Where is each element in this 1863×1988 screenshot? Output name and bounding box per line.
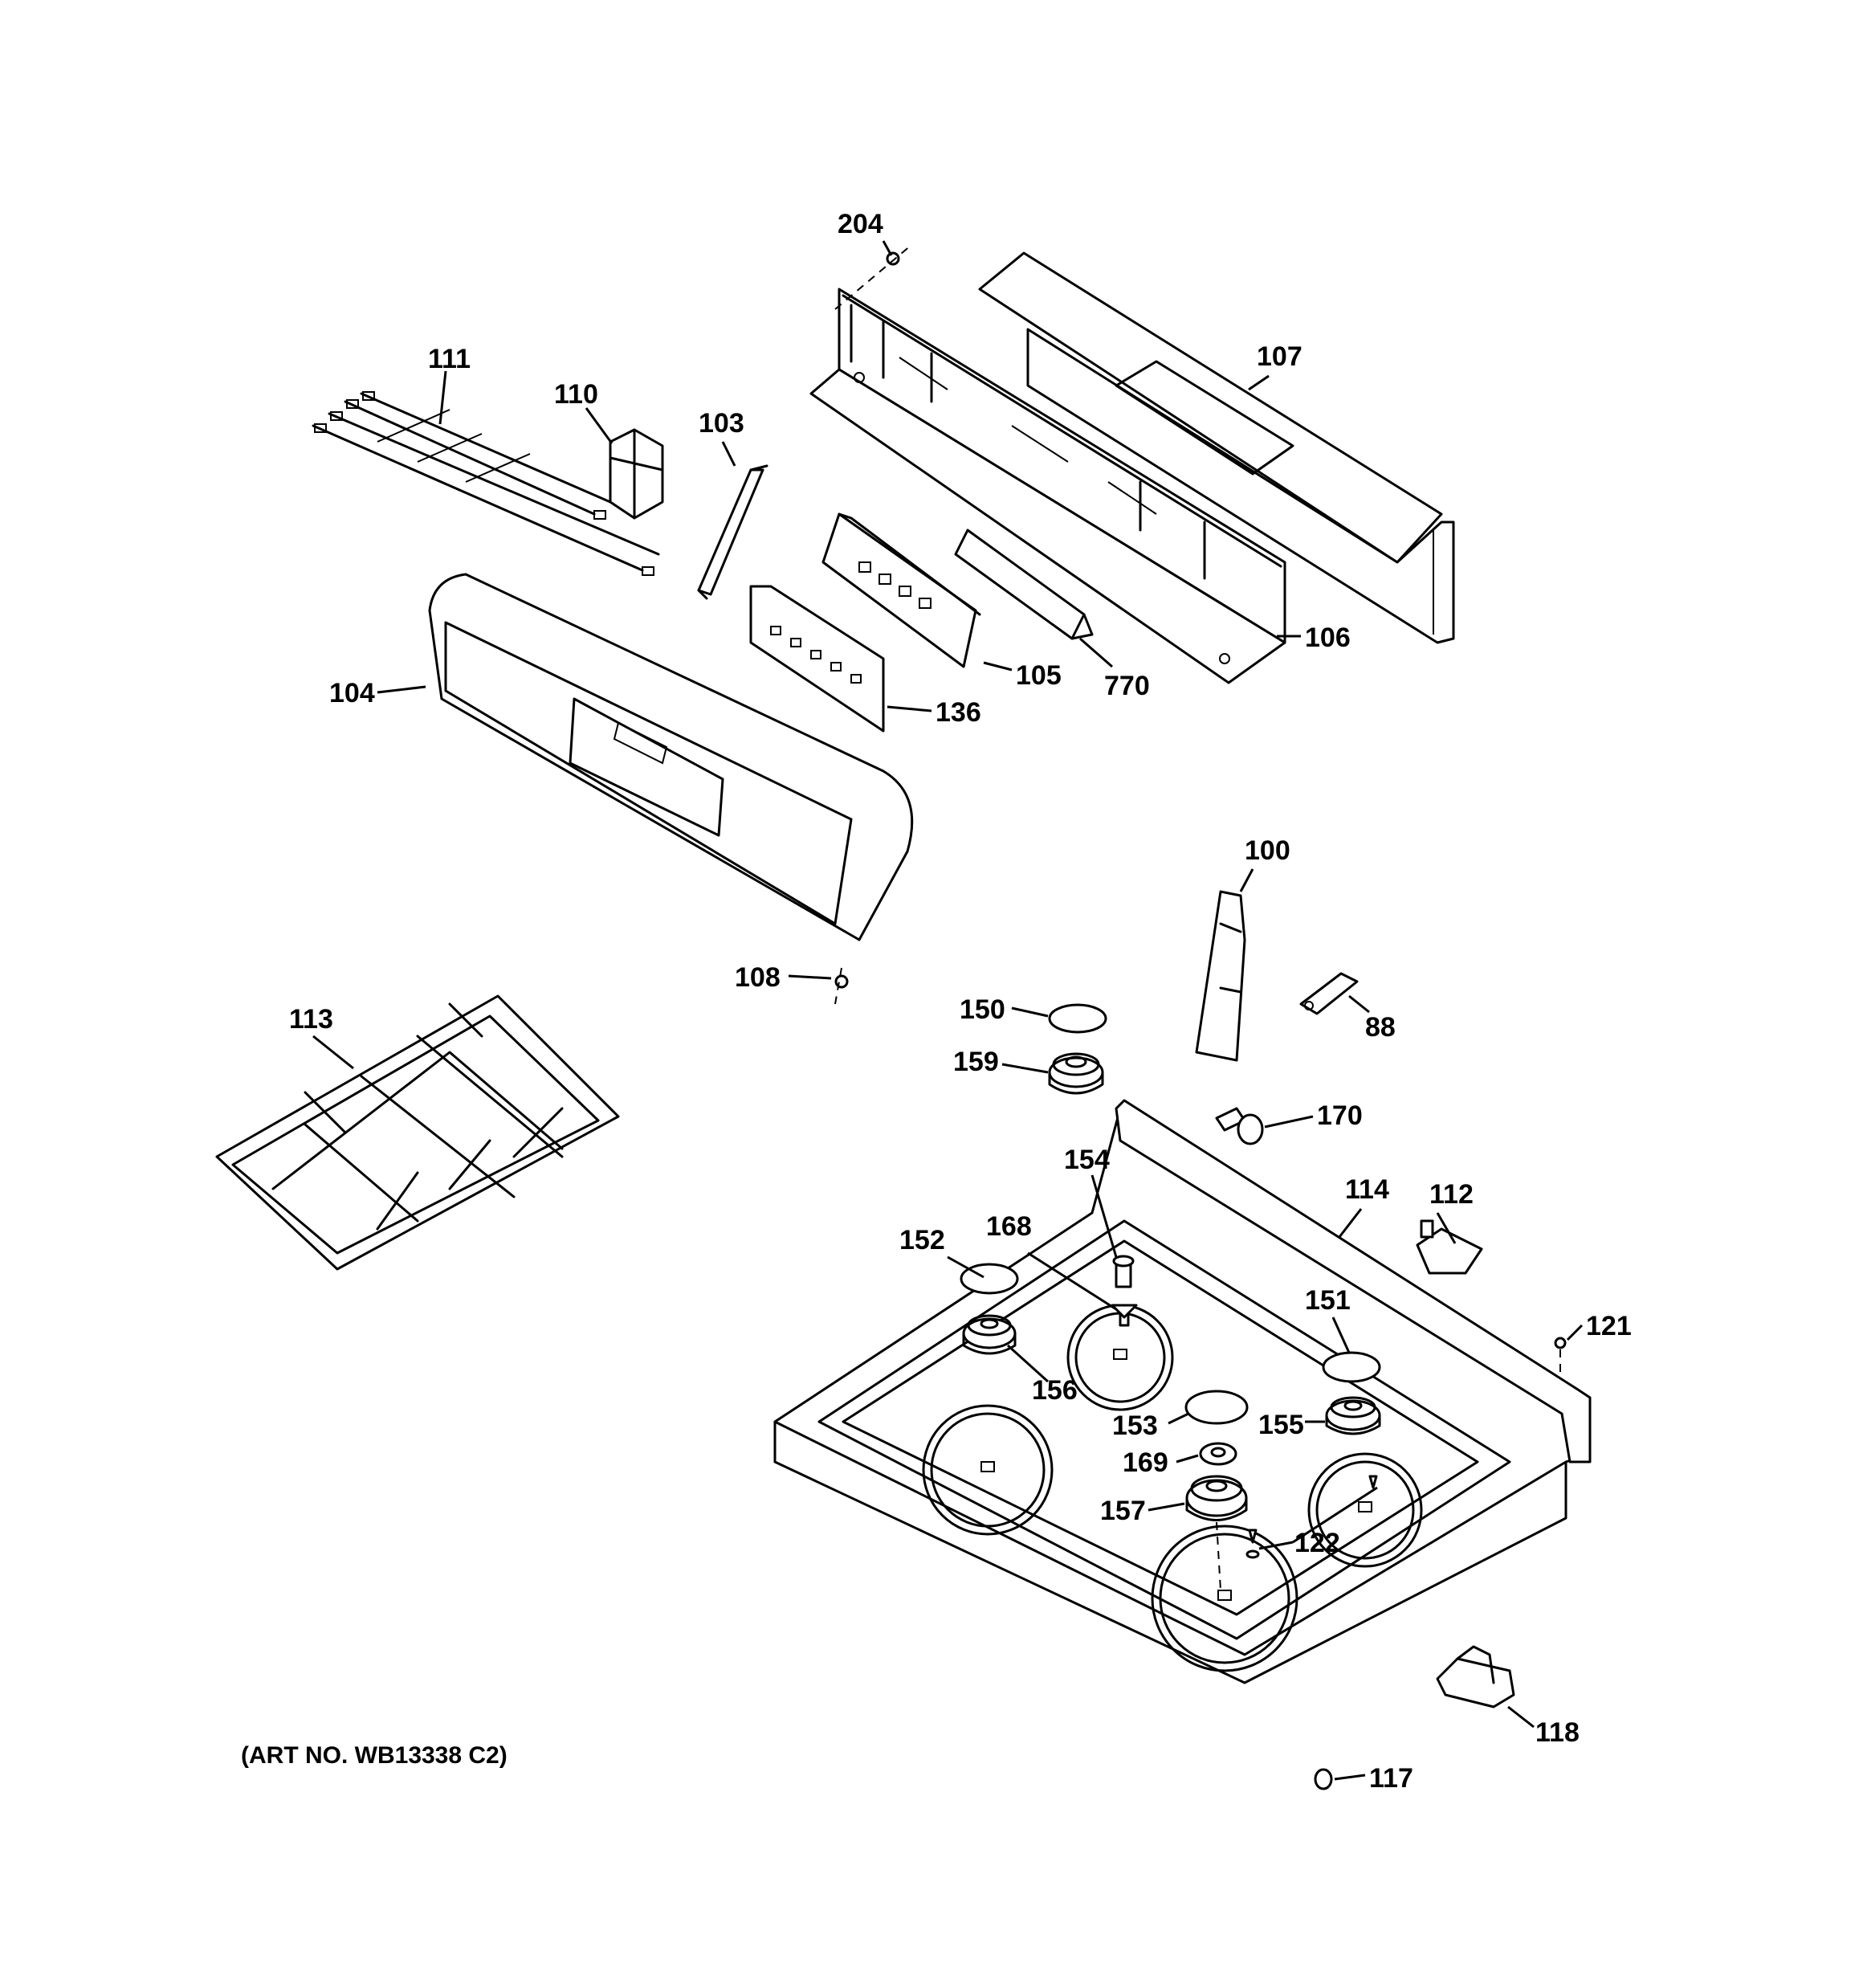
callout-152: 152 bbox=[899, 1225, 945, 1255]
callout-88: 88 bbox=[1365, 1012, 1396, 1043]
bracket-103 bbox=[697, 464, 768, 600]
callout-103: 103 bbox=[699, 408, 744, 439]
burner-head-159 bbox=[1048, 1052, 1104, 1095]
callout-122: 122 bbox=[1294, 1528, 1340, 1558]
screw-122 bbox=[1245, 1475, 1378, 1559]
screw-108 bbox=[834, 967, 849, 1005]
rear-trim-107 bbox=[978, 251, 1455, 644]
burner-head-157 bbox=[1185, 1475, 1248, 1521]
callout-104: 104 bbox=[329, 678, 375, 708]
spark-module-110 bbox=[609, 428, 664, 520]
callout-112: 112 bbox=[1429, 1179, 1474, 1210]
screw-170 bbox=[1215, 1107, 1264, 1145]
part-112 bbox=[1416, 1219, 1483, 1275]
wire-harness-111 bbox=[312, 391, 660, 576]
callout-153: 153 bbox=[1112, 1410, 1158, 1441]
callout-114: 114 bbox=[1345, 1174, 1389, 1205]
part-118 bbox=[1436, 1645, 1515, 1708]
callout-106: 106 bbox=[1305, 623, 1351, 653]
backsplash-104 bbox=[428, 573, 914, 941]
burner-head-156 bbox=[962, 1314, 1017, 1355]
part-169 bbox=[1199, 1442, 1237, 1466]
assembly-centerline bbox=[1216, 1521, 1221, 1591]
part-117 bbox=[1314, 1768, 1333, 1790]
cooktop-114 bbox=[773, 1099, 1592, 1684]
callout-105: 105 bbox=[1016, 660, 1062, 691]
orifice-154 bbox=[1112, 1255, 1135, 1288]
callout-157: 157 bbox=[1100, 1496, 1146, 1526]
control-board-105 bbox=[821, 512, 981, 668]
callout-151: 151 bbox=[1305, 1285, 1351, 1316]
callout-169: 169 bbox=[1123, 1447, 1168, 1478]
callout-159: 159 bbox=[953, 1047, 999, 1077]
burner-cap-151 bbox=[1322, 1351, 1381, 1383]
callout-113: 113 bbox=[289, 1004, 333, 1035]
callout-150: 150 bbox=[960, 994, 1005, 1025]
callout-100: 100 bbox=[1245, 835, 1290, 866]
burner-grate-113 bbox=[215, 994, 620, 1271]
electrode-100 bbox=[1195, 890, 1246, 1062]
burner-cap-150 bbox=[1048, 1003, 1107, 1034]
callout-labels: 204 107 111 110 103 106 105 770 104 136 … bbox=[289, 209, 1632, 1794]
callout-110: 110 bbox=[554, 379, 598, 410]
callout-108: 108 bbox=[735, 962, 781, 993]
callout-170: 170 bbox=[1317, 1100, 1363, 1131]
screw-121 bbox=[1554, 1337, 1567, 1374]
callout-111: 111 bbox=[428, 344, 471, 374]
rear-panel-106 bbox=[809, 288, 1286, 684]
callout-168: 168 bbox=[986, 1211, 1032, 1242]
callout-154: 154 bbox=[1064, 1145, 1110, 1175]
part-88 bbox=[1299, 972, 1359, 1015]
callout-136: 136 bbox=[936, 697, 981, 728]
callout-121: 121 bbox=[1586, 1311, 1632, 1341]
callout-156: 156 bbox=[1032, 1375, 1078, 1406]
burner-head-155 bbox=[1325, 1396, 1381, 1435]
art-number: (ART NO. WB13338 C2) bbox=[241, 1742, 508, 1769]
burner-cap-153 bbox=[1184, 1390, 1249, 1425]
callout-155: 155 bbox=[1258, 1410, 1304, 1440]
callout-770: 770 bbox=[1104, 671, 1150, 701]
callout-118: 118 bbox=[1535, 1717, 1580, 1748]
screw-204 bbox=[834, 244, 912, 310]
leader-lines bbox=[312, 240, 1584, 1781]
callout-117: 117 bbox=[1369, 1763, 1413, 1794]
control-overlay-136 bbox=[749, 585, 885, 733]
bracket-770 bbox=[954, 529, 1094, 640]
callout-107: 107 bbox=[1257, 341, 1302, 372]
callout-204: 204 bbox=[838, 209, 883, 239]
part-168 bbox=[1111, 1304, 1138, 1327]
